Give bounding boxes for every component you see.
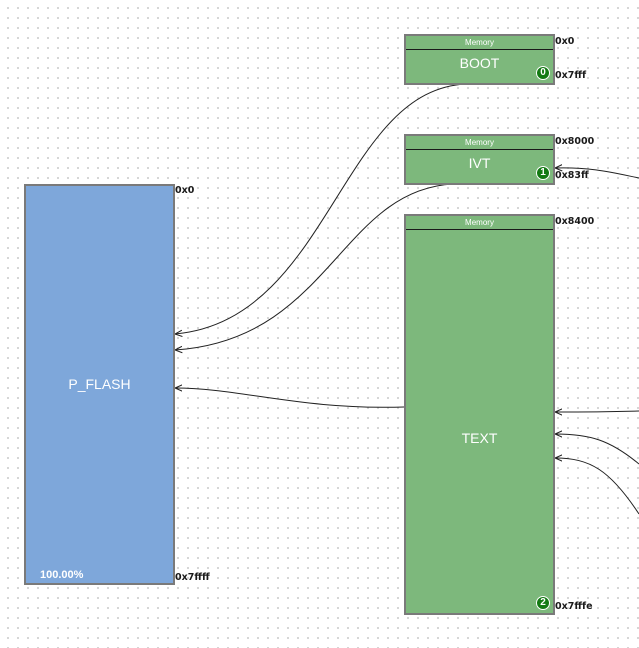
boot-start-address: 0x0 xyxy=(555,36,575,47)
boot-region-block[interactable]: Memory BOOT 0 xyxy=(404,34,555,85)
text-index-badge: 2 xyxy=(536,596,550,610)
text-region-header: Memory xyxy=(406,216,553,230)
boot-region-header: Memory xyxy=(406,36,553,50)
ivt-incoming-link xyxy=(555,168,639,179)
p-flash-end-address: 0x7ffff xyxy=(175,572,210,583)
text-region-block[interactable]: Memory TEXT 2 xyxy=(404,214,555,615)
text-incoming-link-2 xyxy=(555,434,639,465)
ivt-link xyxy=(175,183,454,350)
ivt-region-label: IVT xyxy=(468,155,491,171)
boot-index-badge: 0 xyxy=(536,66,550,80)
text-incoming-link-1 xyxy=(555,411,639,412)
text-incoming-link-3 xyxy=(555,458,639,515)
boot-link xyxy=(175,83,467,334)
ivt-start-address: 0x8000 xyxy=(555,136,595,147)
text-region-label: TEXT xyxy=(461,430,498,446)
ivt-region-block[interactable]: Memory IVT 1 xyxy=(404,134,555,185)
text-start-address: 0x8400 xyxy=(555,216,595,227)
ivt-index-badge: 1 xyxy=(536,166,550,180)
p-flash-memory-block[interactable]: P_FLASH 100.00% xyxy=(24,184,175,585)
ivt-end-address: 0x83ff xyxy=(555,170,589,181)
p-flash-start-address: 0x0 xyxy=(175,185,195,196)
boot-region-label: BOOT xyxy=(459,55,500,71)
text-link xyxy=(175,388,405,408)
text-end-address: 0x7fffe xyxy=(555,601,593,612)
boot-end-address: 0x7fff xyxy=(555,70,587,81)
p-flash-label: P_FLASH xyxy=(68,376,131,392)
usage-percentage: 100.00% xyxy=(40,569,84,581)
ivt-region-header: Memory xyxy=(406,136,553,150)
